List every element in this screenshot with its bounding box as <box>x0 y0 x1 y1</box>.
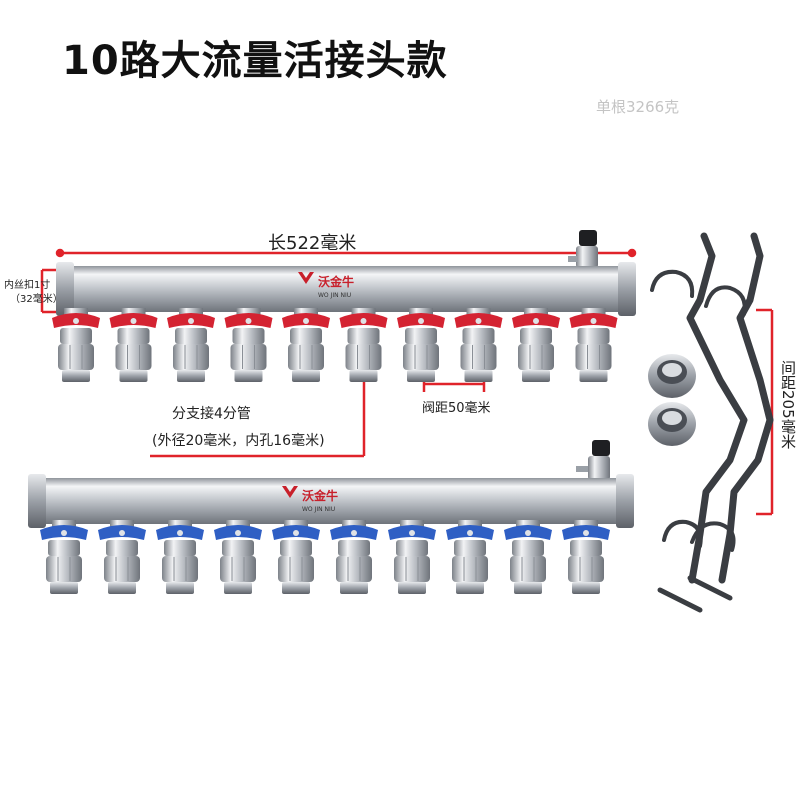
return-union-nut <box>220 556 256 582</box>
return-union-nut <box>510 556 546 582</box>
return-union-nut <box>104 556 140 582</box>
supply-union-nut <box>575 344 612 370</box>
return-branch-valve[interactable] <box>214 520 262 594</box>
inner-thread-label: 内丝扣1寸 <box>4 280 51 291</box>
supply-branch-valve[interactable] <box>569 308 618 382</box>
branch-size-label: (外径20毫米，内孔16毫米) <box>152 433 325 449</box>
supply-branch-valve[interactable] <box>109 308 158 382</box>
return-branch-valve[interactable] <box>562 520 610 594</box>
return-union-nut <box>46 556 82 582</box>
return-union-nut <box>394 556 430 582</box>
bracket-spacing-label: 间距205毫米 <box>779 360 797 449</box>
return-union-nut <box>336 556 372 582</box>
svg-text:沃金牛: 沃金牛 <box>302 488 338 503</box>
return-branch-valve[interactable] <box>504 520 552 594</box>
supply-branch-valve[interactable] <box>397 308 445 382</box>
svg-text:WO JIN NIU: WO JIN NIU <box>302 506 335 513</box>
supply-union-nut <box>115 344 152 370</box>
supply-union-nut <box>518 344 554 370</box>
branch-label: 分支接4分管 <box>172 406 251 422</box>
union-cap <box>648 402 696 446</box>
supply-union-nut <box>460 344 497 370</box>
supply-main-pipe <box>56 266 636 312</box>
supply-union-nut <box>403 344 439 370</box>
vent-valve-knob <box>568 230 598 268</box>
return-branch-valve[interactable] <box>330 520 378 594</box>
return-branch-valve[interactable] <box>272 520 320 594</box>
supply-union-nut <box>230 344 267 370</box>
return-union-nut <box>162 556 198 582</box>
supply-union-nut <box>173 344 209 370</box>
branch-pointer-line <box>150 380 366 458</box>
length-dimension-line <box>55 248 637 258</box>
supply-branch-valve[interactable] <box>282 308 330 382</box>
vent-valve-knob <box>576 440 610 480</box>
return-branch-valve[interactable] <box>40 520 88 594</box>
supply-branch-valve[interactable] <box>454 308 503 382</box>
return-branch-valve[interactable] <box>98 520 146 594</box>
svg-text:沃金牛: 沃金牛 <box>318 274 354 289</box>
supply-branch-valve[interactable] <box>339 308 388 382</box>
inner-thread-size-label: （32毫米） <box>10 294 63 305</box>
supply-branch-valve[interactable] <box>167 308 215 382</box>
supply-branch-valve[interactable] <box>52 308 100 382</box>
page-title: 10路大流量活接头款 <box>62 38 448 84</box>
supply-manifold: 沃金牛 WO JIN NIU <box>52 230 636 382</box>
return-union-nut <box>568 556 604 582</box>
return-branch-valve[interactable] <box>446 520 494 594</box>
weight-note: 单根3266克 <box>596 98 680 116</box>
supply-union-nut <box>288 344 324 370</box>
supply-branch-valve[interactable] <box>512 308 560 382</box>
brand-logo: 沃金牛 WO JIN NIU <box>282 486 338 513</box>
return-union-nut <box>278 556 314 582</box>
brand-logo: 沃金牛 WO JIN NIU <box>298 272 354 299</box>
return-branch-valve[interactable] <box>156 520 204 594</box>
return-branch-valve[interactable] <box>388 520 436 594</box>
thread-dimension-line <box>40 268 56 314</box>
valve-spacing-label: 阀距50毫米 <box>422 401 491 416</box>
supply-branch-valve[interactable] <box>224 308 273 382</box>
return-main-pipe <box>30 478 632 524</box>
bracket-spacing-line <box>756 308 774 516</box>
svg-text:WO JIN NIU: WO JIN NIU <box>318 292 351 299</box>
supply-union-nut <box>58 344 94 370</box>
return-manifold: 沃金牛 WO JIN NIU <box>28 440 634 594</box>
supply-union-nut <box>345 344 382 370</box>
mounting-bracket <box>650 232 774 613</box>
union-cap <box>648 354 696 398</box>
return-union-nut <box>452 556 488 582</box>
length-label: 长522毫米 <box>268 233 357 254</box>
